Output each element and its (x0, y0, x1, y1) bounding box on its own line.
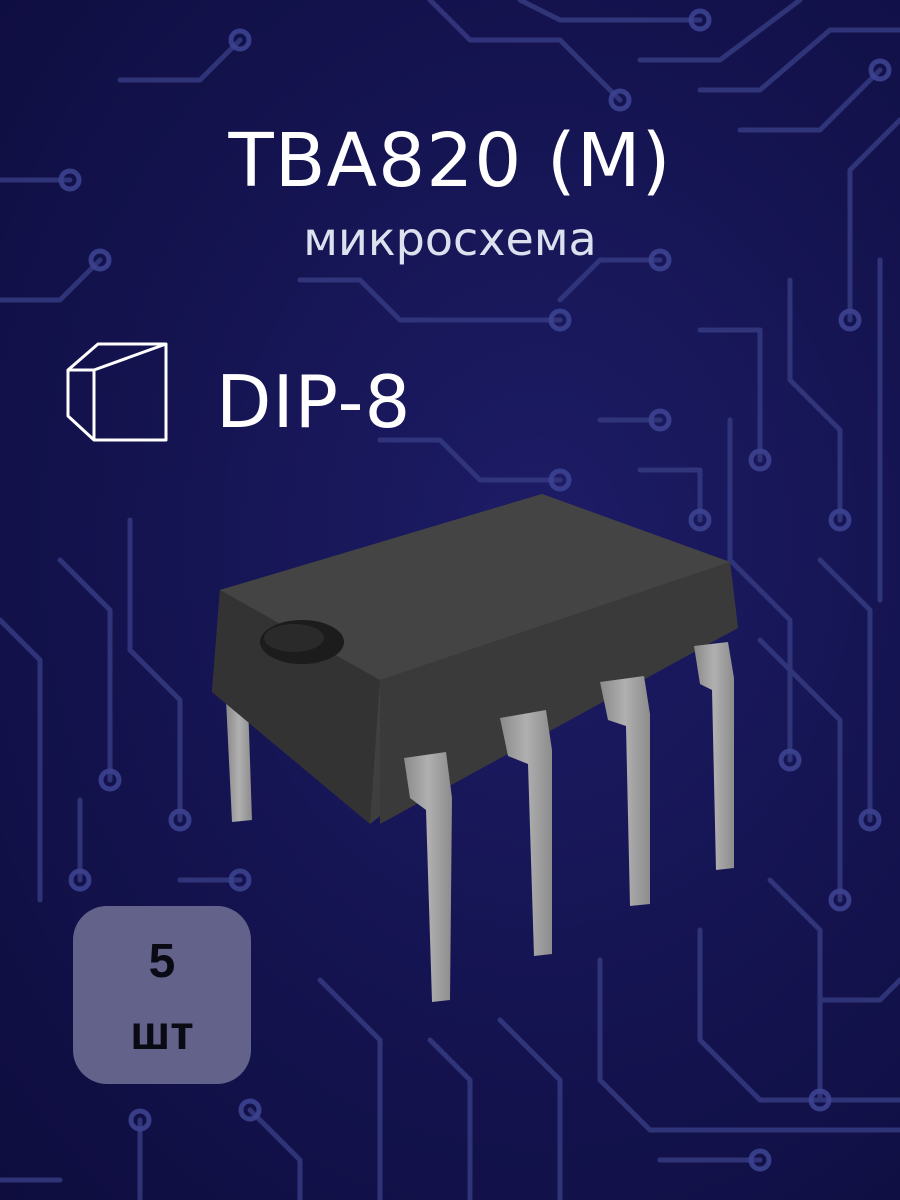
product-subtitle: микросхема (303, 212, 597, 266)
product-title: TBA820 (M) (228, 118, 672, 204)
dip8-chip-image (212, 494, 738, 1002)
quantity-unit: шт (130, 1007, 194, 1060)
quantity-badge: 5 шт (73, 906, 251, 1084)
quantity-count: 5 (148, 935, 176, 988)
package-type: DIP-8 (216, 360, 412, 444)
box-outline-icon (66, 342, 168, 442)
